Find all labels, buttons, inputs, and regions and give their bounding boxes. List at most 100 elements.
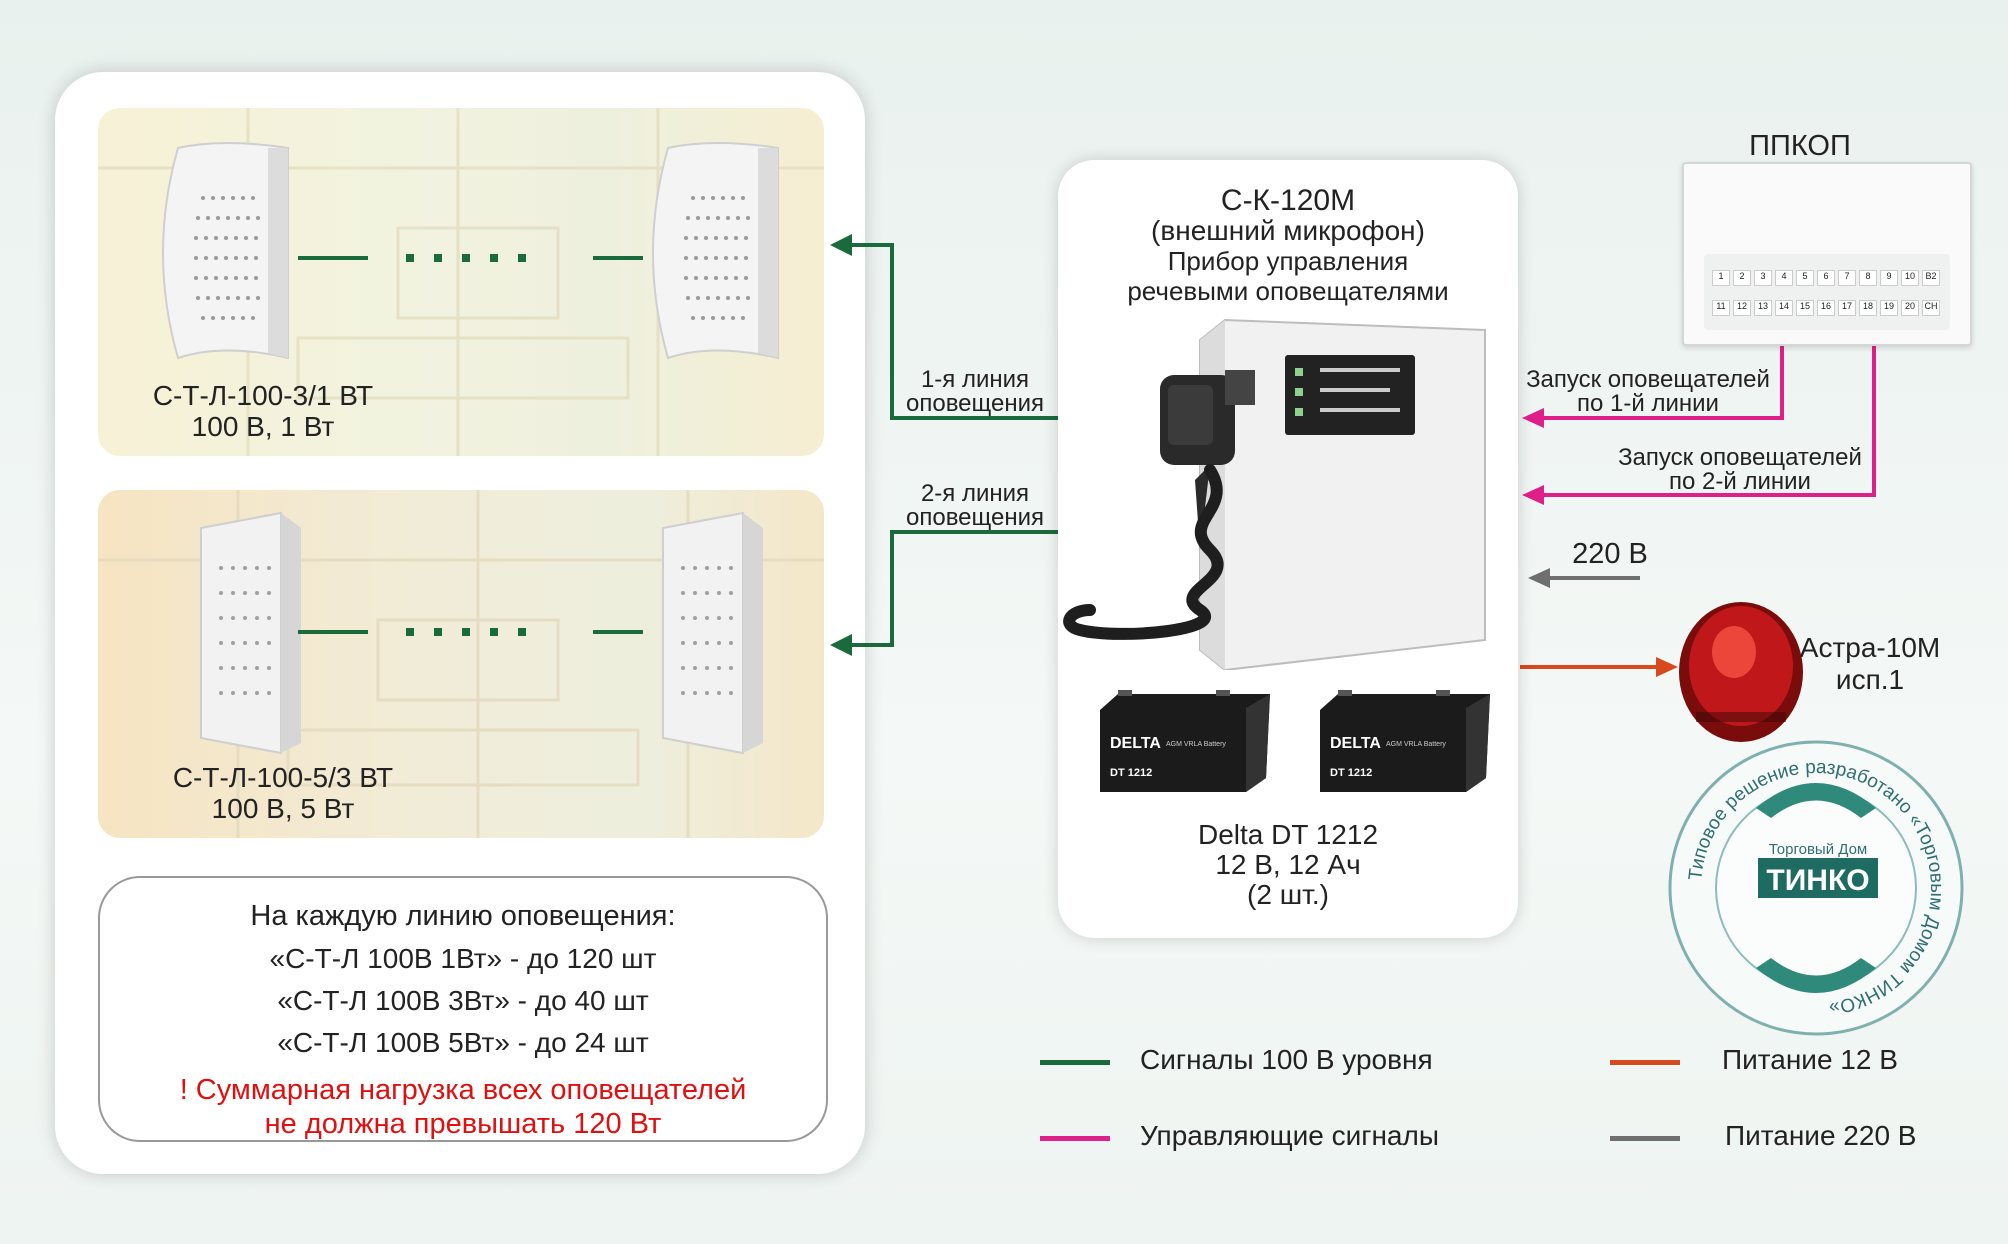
siren-variant: исп.1 — [1835, 664, 1905, 695]
ppkop-key[interactable]: 6 — [1817, 270, 1835, 286]
control-line-2-arrow — [1522, 485, 1544, 505]
speaker-2-spec: 100 В, 5 Вт — [211, 793, 355, 824]
ppkop-key[interactable]: СН — [1922, 300, 1940, 316]
speaker-chain-end — [593, 256, 643, 260]
ppkop-key[interactable]: 15 — [1796, 300, 1814, 316]
controller-desc: речевыми оповещателями — [1127, 276, 1449, 306]
ppkop-key[interactable]: 13 — [1754, 300, 1772, 316]
battery-1-icon: DELTA DT 1212 AGM VRLA Battery — [1100, 690, 1270, 792]
launch-2-label-text: по 2-й линии — [1669, 468, 1811, 495]
ppkop-key[interactable]: 17 — [1838, 300, 1856, 316]
power-220-label: 220 В — [1572, 538, 1648, 570]
control-line-2 — [1540, 340, 1876, 497]
power-220-arrow — [1528, 568, 1550, 588]
siren-label: Астра-10М исп.1 — [1770, 632, 1970, 696]
speaker-line-2-scene: С-Т-Л-100-5/3 ВТ 100 В, 5 Вт — [98, 490, 824, 838]
controller-device-icon — [1063, 318, 1486, 670]
legend-label: Питание 220 В — [1725, 1120, 1917, 1151]
battery-code: DT 1212 — [1330, 767, 1372, 779]
line-2-label-text: 2-я линия — [920, 480, 1030, 507]
ppkop-key[interactable]: 9 — [1880, 270, 1898, 286]
ppkop-device: 1 2 3 4 5 6 7 8 9 10 В2 11 12 13 14 15 1… — [1682, 162, 1972, 346]
speaker-1b-icon — [652, 142, 779, 360]
control-line-1 — [1540, 340, 1784, 420]
controller-subtitle: (внешний микрофон) — [1151, 215, 1425, 246]
launch-2-label: Запуск оповещателей по 2-й линии — [1610, 446, 1870, 494]
battery-2-icon: DELTA DT 1212 AGM VRLA Battery — [1320, 690, 1490, 792]
battery-qty: (2 шт.) — [1247, 879, 1329, 910]
note-heading: На каждую линию оповещения: — [250, 900, 676, 932]
speaker-1-model: С-Т-Л-100-3/1 ВТ — [152, 380, 374, 411]
launch-2-label-text: Запуск оповещателей — [1618, 444, 1862, 471]
ppkop-keypad-top: 1 2 3 4 5 6 7 8 9 10 В2 — [1712, 270, 1940, 286]
speaker-1-label: С-Т-Л-100-3/1 ВТ 100 В, 1 Вт — [98, 380, 428, 442]
battery-type: AGM VRLA Battery — [1166, 741, 1226, 748]
tinko-stamp: Типовое решение разработано «Торговым До… — [1668, 740, 1964, 1036]
ppkop-key[interactable]: 14 — [1775, 300, 1793, 316]
line-1-label-text: оповещения — [906, 390, 1044, 417]
legend-swatch — [1040, 1060, 1110, 1065]
battery-type: AGM VRLA Battery — [1386, 741, 1446, 748]
controller-desc: Прибор управления — [1167, 246, 1409, 276]
stamp-brand-big: ТИНКО — [1766, 864, 1869, 897]
power-12-arrow — [1656, 657, 1678, 677]
speaker-2-model: С-Т-Л-100-5/3 ВТ — [172, 762, 394, 793]
battery-brand: DELTA — [1330, 735, 1381, 752]
ppkop-key[interactable]: 8 — [1859, 270, 1877, 286]
stamp-brand-small: Торговый Дом — [1769, 841, 1867, 858]
line-1-label-text: 1-я линия — [920, 366, 1030, 393]
ppkop-key[interactable]: 2 — [1733, 270, 1751, 286]
line-2-arrow — [830, 634, 852, 656]
speaker-2b-icon — [662, 511, 763, 755]
tinko-logo-icon — [1756, 783, 1878, 993]
ppkop-key[interactable]: 11 — [1712, 300, 1730, 316]
speaker-1-spec: 100 В, 1 Вт — [191, 411, 335, 442]
speaker-1a-icon — [162, 142, 289, 360]
control-line-1-arrow — [1522, 408, 1544, 428]
ppkop-key[interactable]: 5 — [1796, 270, 1814, 286]
ppkop-key[interactable]: 1 — [1712, 270, 1730, 286]
line-2-wire — [845, 530, 1058, 647]
legend-label: Питание 12 В — [1722, 1044, 1898, 1075]
ppkop-key[interactable]: 12 — [1733, 300, 1751, 316]
battery-code: DT 1212 — [1110, 767, 1152, 779]
battery-label: Delta DT 1212 12 В, 12 Ач (2 шт.) — [1058, 820, 1518, 910]
legend-swatch — [1040, 1136, 1110, 1141]
line-1-arrow — [830, 234, 852, 256]
note-row: «С-Т-Л 100В 1Вт» - до 120 шт — [269, 943, 657, 974]
legend: Сигналы 100 В уровня Управляющие сигналы… — [1040, 1044, 1960, 1190]
line-2-label-text: оповещения — [906, 504, 1044, 531]
ppkop-key[interactable]: 4 — [1775, 270, 1793, 286]
ppkop-key[interactable]: 19 — [1880, 300, 1898, 316]
ppkop-title: ППКОП — [1749, 130, 1851, 162]
launch-1-label-text: Запуск оповещателей — [1526, 366, 1770, 393]
speaker-chain-dots — [298, 254, 526, 262]
ppkop-key[interactable]: 18 — [1859, 300, 1877, 316]
battery-spec: 12 В, 12 Ач — [1215, 849, 1361, 880]
load-limits-note: На каждую линию оповещения: «С-Т-Л 100В … — [98, 876, 828, 1142]
battery-brand: DELTA — [1110, 735, 1161, 752]
speaker-2a-icon — [200, 511, 301, 755]
line-2-label: 2-я линия оповещения — [900, 482, 1050, 530]
legend-label: Управляющие сигналы — [1140, 1120, 1439, 1151]
speaker-chain-end — [593, 630, 643, 634]
speaker-line-1-scene: С-Т-Л-100-3/1 ВТ 100 В, 1 Вт — [98, 108, 824, 456]
launch-1-label-text: по 1-й линии — [1577, 390, 1719, 417]
ppkop-key[interactable]: 10 — [1901, 270, 1919, 286]
note-row: «С-Т-Л 100В 5Вт» - до 24 шт — [277, 1027, 649, 1058]
ppkop-key[interactable]: 7 — [1838, 270, 1856, 286]
ppkop-key[interactable]: В2 — [1922, 270, 1940, 286]
siren-icon — [1679, 602, 1803, 742]
speaker-chain-dots — [298, 628, 526, 636]
controller-model: С-К-120М — [1220, 184, 1356, 217]
ppkop-key[interactable]: 16 — [1817, 300, 1835, 316]
line-1-wire — [845, 243, 1058, 420]
line-1-label: 1-я линия оповещения — [900, 368, 1050, 416]
note-warning-line: не должна превышать 120 Вт — [264, 1108, 662, 1140]
ppkop-key[interactable]: 3 — [1754, 270, 1772, 286]
battery-model: Delta DT 1212 — [1197, 819, 1379, 850]
ppkop-key[interactable]: 20 — [1901, 300, 1919, 316]
legend-swatch — [1610, 1060, 1680, 1065]
note-row: «С-Т-Л 100В 3Вт» - до 40 шт — [277, 985, 649, 1016]
note-warning-line: ! Суммарная нагрузка всех оповещателей — [179, 1074, 747, 1106]
